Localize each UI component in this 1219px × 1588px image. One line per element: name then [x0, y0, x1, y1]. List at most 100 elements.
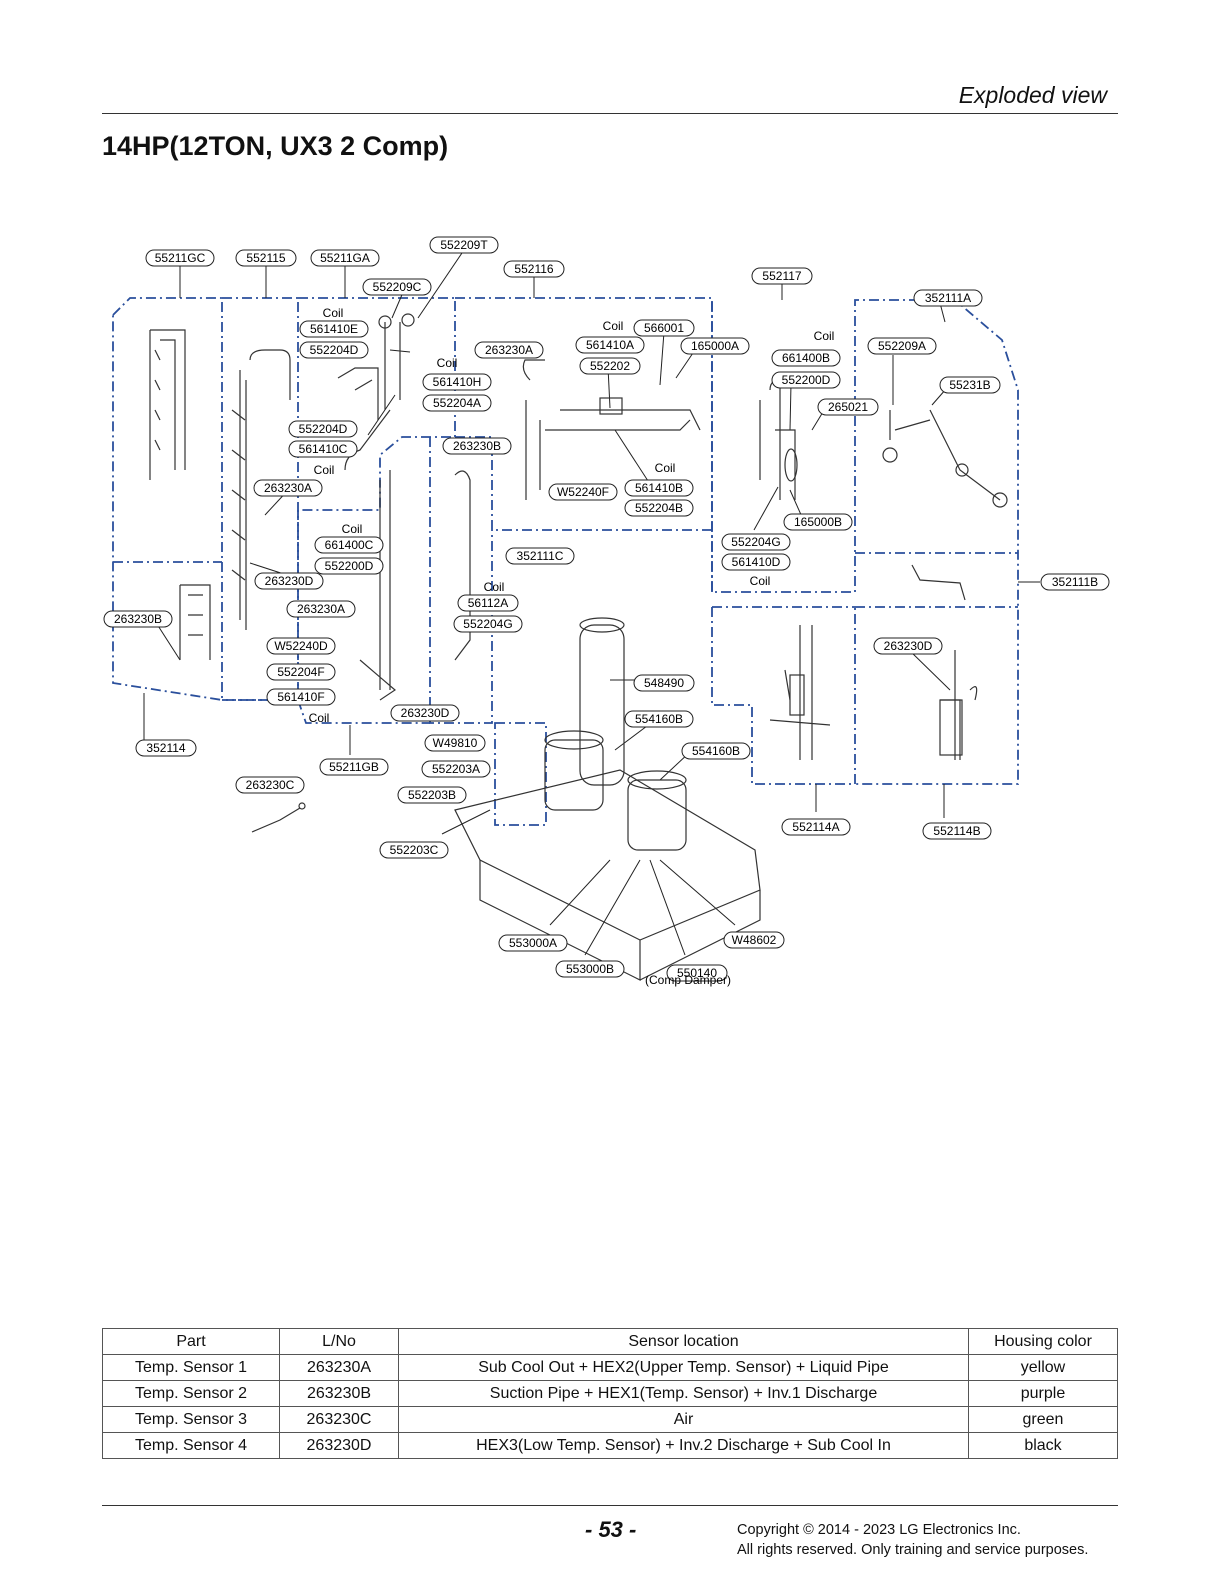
header-part: Part	[102, 1328, 280, 1355]
part-tag: 552204A	[422, 394, 492, 412]
part-tag-outline	[288, 420, 358, 438]
part-tag-label: W49810	[433, 736, 478, 750]
part-tag: 554160B	[624, 710, 694, 728]
part-tag: 548490	[633, 674, 695, 692]
part-tag-outline	[235, 249, 297, 267]
part-tag: 561410F	[266, 688, 336, 706]
part-tag: 553000B	[555, 960, 625, 978]
part-tag: 165000B	[783, 513, 853, 531]
part-tag-outline	[421, 760, 491, 778]
cell-part: Temp. Sensor 2	[102, 1380, 280, 1407]
part-tag-outline	[424, 734, 486, 752]
part-tag: 552203C	[379, 841, 449, 859]
part-tag-outline	[397, 786, 467, 804]
part-tag-outline	[922, 822, 992, 840]
cell-lno: 263230C	[279, 1406, 399, 1433]
part-tag-outline	[310, 249, 380, 267]
part-tag-outline	[505, 547, 575, 565]
part-tag-outline	[913, 289, 983, 307]
cell-part: Temp. Sensor 4	[102, 1432, 280, 1459]
cell-color: black	[968, 1432, 1118, 1459]
part-tag-outline	[548, 483, 618, 501]
part-tag-label: 352111A	[925, 291, 971, 305]
part-tag: 552204D	[288, 420, 358, 438]
part-tag: 561410H	[422, 373, 492, 391]
part-tag-label: W52240F	[557, 485, 609, 499]
part-tag: 55231B	[939, 376, 1001, 394]
cell-lno: 263230A	[279, 1354, 399, 1381]
coil-label: Coil	[309, 711, 330, 725]
part-tag-label: 561410D	[732, 555, 781, 569]
part-tag: 552204D	[299, 341, 369, 359]
part-tag-outline	[783, 513, 853, 531]
part-tag-outline	[314, 557, 384, 575]
part-tag-label: 552209A	[878, 339, 926, 353]
part-tag-label: 552115	[246, 251, 285, 265]
part-tag: 561410B	[624, 479, 694, 497]
part-tag: 56112A	[457, 594, 519, 612]
table-row: Temp. Sensor 3 263230C Air green	[102, 1406, 1118, 1433]
part-tag-outline	[422, 394, 492, 412]
part-tag-label: 554160B	[635, 712, 683, 726]
header-sensor-location: Sensor location	[398, 1328, 969, 1355]
cell-color: purple	[968, 1380, 1118, 1407]
part-tag-outline	[680, 337, 750, 355]
part-tag-label: 548490	[644, 676, 684, 690]
part-tag-label: 55231B	[949, 378, 990, 392]
coil-label: Coil	[750, 574, 771, 588]
part-tag: 661400B	[771, 349, 841, 367]
part-tag: 352114	[135, 739, 197, 757]
part-tag-outline	[457, 594, 519, 612]
part-tag-outline	[379, 841, 449, 859]
part-tag-label: 661400C	[325, 538, 374, 552]
part-tag: 552114A	[781, 818, 851, 836]
part-tag-label: 263230A	[264, 481, 312, 495]
part-tag-label: 552204B	[635, 501, 683, 515]
part-tag: 552200D	[771, 371, 841, 389]
header-housing-color: Housing color	[968, 1328, 1118, 1355]
part-tag-outline	[939, 376, 1001, 394]
part-tag-outline	[266, 688, 336, 706]
part-tag-outline	[666, 964, 728, 982]
section-title: Exploded view	[958, 82, 1107, 108]
part-tag: W48602	[723, 931, 785, 949]
part-tag-label: 554160B	[692, 744, 740, 758]
part-tag: W52240D	[266, 637, 336, 655]
cell-location: Sub Cool Out + HEX2(Upper Temp. Sensor) …	[398, 1354, 969, 1381]
part-tag-outline	[266, 637, 336, 655]
part-tag-label: 263230A	[485, 343, 533, 357]
cell-location: HEX3(Low Temp. Sensor) + Inv.2 Discharge…	[398, 1432, 969, 1459]
header-lno: L/No	[279, 1328, 399, 1355]
part-tag: 552204G	[721, 533, 791, 551]
cell-location: Suction Pipe + HEX1(Temp. Sensor) + Inv.…	[398, 1380, 969, 1407]
part-tag-outline	[721, 533, 791, 551]
part-tag-label: 552114B	[933, 824, 980, 838]
part-tag-outline	[422, 373, 492, 391]
cell-color: yellow	[968, 1354, 1118, 1381]
coil-label: Coil	[655, 461, 676, 475]
part-tag-outline	[633, 319, 695, 337]
part-tag: 263230B	[103, 610, 173, 628]
part-tag-label: 552203B	[408, 788, 456, 802]
part-tag: W49810	[424, 734, 486, 752]
part-tag-label: 265021	[828, 400, 868, 414]
part-tag-outline	[873, 637, 943, 655]
part-tag-label: 552209C	[373, 280, 422, 294]
cell-part: Temp. Sensor 3	[102, 1406, 280, 1433]
part-tag: 550140	[666, 964, 728, 982]
part-tag-outline	[319, 758, 389, 776]
part-tag-outline	[575, 336, 645, 354]
part-tag: 263230D	[254, 572, 324, 590]
part-tag-outline	[235, 776, 305, 794]
part-tag-label: 552203A	[432, 762, 480, 776]
sensor-table: Part L/No Sensor location Housing color …	[102, 1328, 1118, 1459]
cell-color: green	[968, 1406, 1118, 1433]
part-tag-outline	[442, 437, 512, 455]
part-tag-outline	[723, 931, 785, 949]
part-tag-outline	[867, 337, 937, 355]
part-tag-label: 352111B	[1052, 575, 1098, 589]
part-tag-outline	[555, 960, 625, 978]
part-tag-label: 263230D	[265, 574, 314, 588]
part-tag-outline	[299, 320, 369, 338]
